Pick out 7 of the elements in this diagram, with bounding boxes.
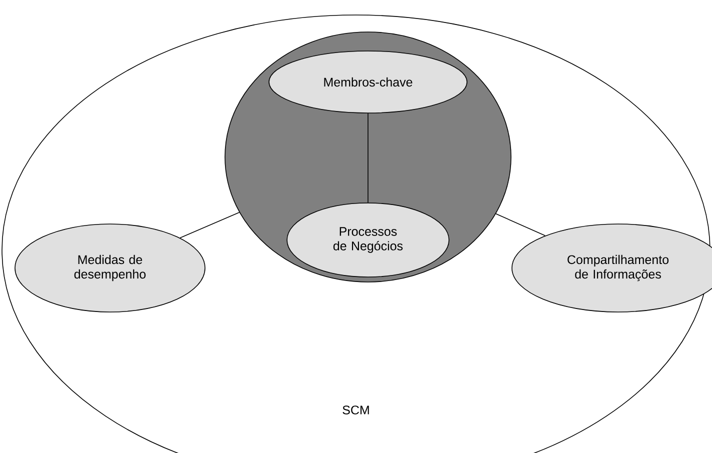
connector-line [180, 212, 240, 238]
ellipse-node: Processos de Negócios [286, 202, 450, 278]
connector-line [495, 213, 546, 236]
ellipse-node: Medidas de desempenho [14, 224, 206, 312]
ellipse-node: Compartilhamento de Informações [512, 224, 712, 312]
ellipse-label: SCM [342, 406, 369, 414]
ellipse-node: Membros-chave [268, 50, 468, 114]
